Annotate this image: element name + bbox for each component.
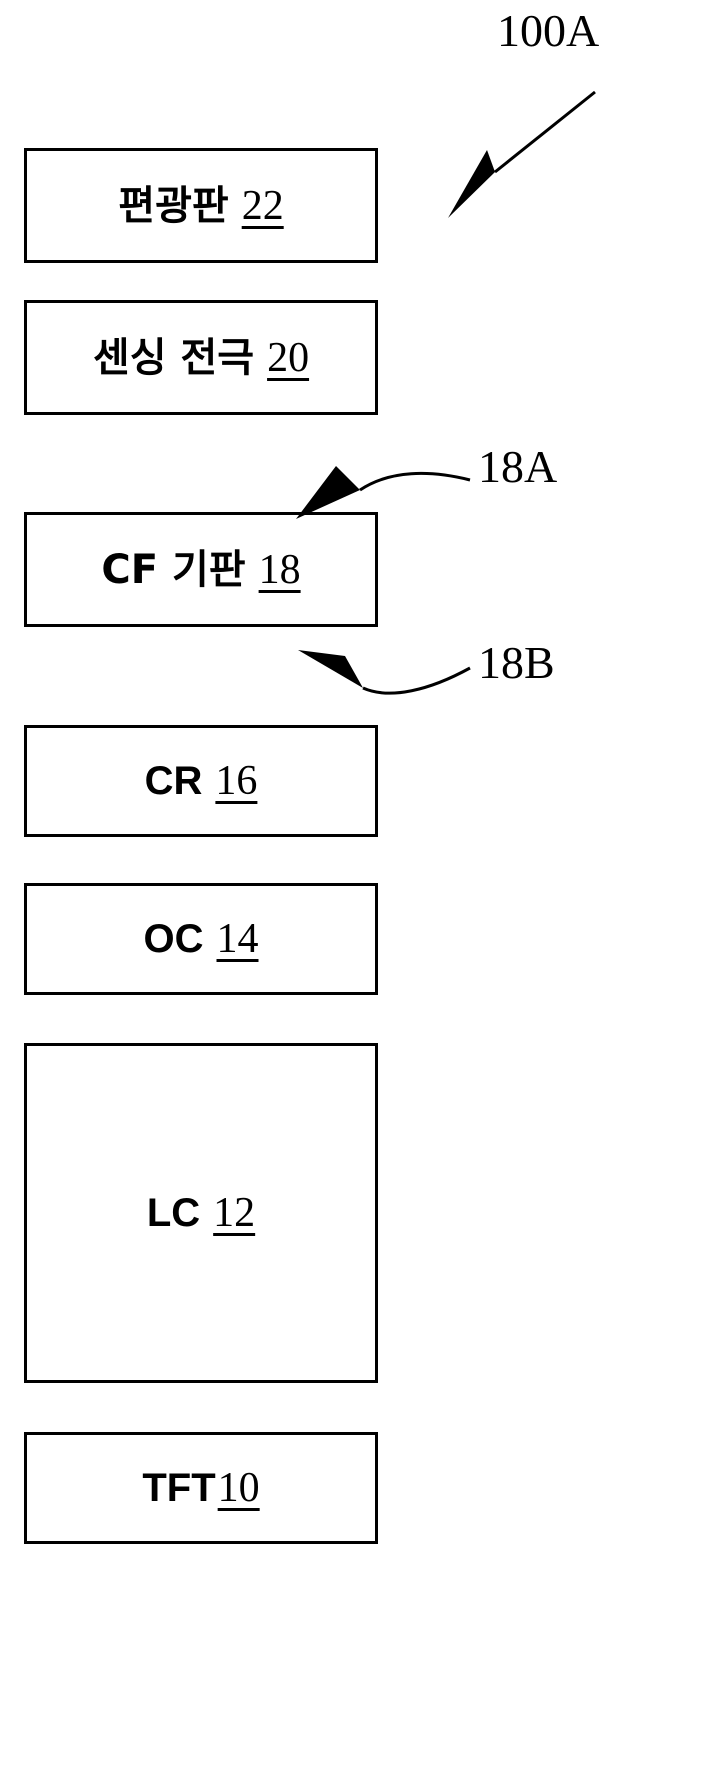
layer-name-cr: CR bbox=[144, 759, 203, 803]
layer-box-cr[interactable]: CR 16 bbox=[24, 725, 378, 837]
layer-box-tft[interactable]: TFT 10 bbox=[24, 1432, 378, 1544]
layer-box-cf-substrate[interactable]: CF 기판 18 bbox=[24, 512, 378, 627]
layer-box-oc[interactable]: OC 14 bbox=[24, 883, 378, 995]
layer-label-polarizer: 편광판 22 bbox=[118, 185, 283, 227]
layer-number-cr: 16 bbox=[215, 758, 258, 804]
layer-label-lc: LC 12 bbox=[147, 1192, 255, 1234]
layer-name-tft: TFT bbox=[142, 1466, 216, 1510]
callout-label-18b: 18B bbox=[478, 637, 555, 688]
layer-label-cf-substrate: CF 기판 18 bbox=[101, 549, 300, 591]
leader-arrow-100a bbox=[448, 90, 596, 218]
layer-number-sensing-electrode: 20 bbox=[267, 334, 310, 381]
layer-number-cf-substrate: 18 bbox=[258, 546, 301, 593]
layer-label-tft: TFT 10 bbox=[142, 1467, 259, 1509]
layer-name-cf-substrate: CF 기판 bbox=[101, 546, 246, 593]
leader-arrow-18b bbox=[298, 650, 471, 695]
layer-name-lc: LC bbox=[146, 1191, 201, 1235]
layer-label-cr: CR 16 bbox=[145, 760, 258, 802]
layer-box-sensing-electrode[interactable]: 센싱 전극 20 bbox=[24, 300, 378, 415]
callout-label-18a: 18A bbox=[478, 441, 558, 492]
layer-name-polarizer: 편광판 bbox=[118, 182, 229, 229]
layer-box-polarizer[interactable]: 편광판 22 bbox=[24, 148, 378, 263]
layer-number-polarizer: 22 bbox=[241, 182, 284, 229]
layer-label-sensing-electrode: 센싱 전극 20 bbox=[93, 337, 309, 379]
layer-name-oc: OC bbox=[143, 917, 204, 961]
layer-name-sensing-electrode: 센싱 전극 bbox=[92, 334, 255, 381]
layer-number-tft: 10 bbox=[217, 1465, 260, 1511]
layer-number-lc: 12 bbox=[213, 1190, 256, 1236]
layer-label-oc: OC 14 bbox=[144, 918, 259, 960]
assembly-reference-label: 100A bbox=[497, 5, 600, 56]
layer-number-oc: 14 bbox=[216, 916, 259, 962]
layer-box-lc[interactable]: LC 12 bbox=[24, 1043, 378, 1383]
